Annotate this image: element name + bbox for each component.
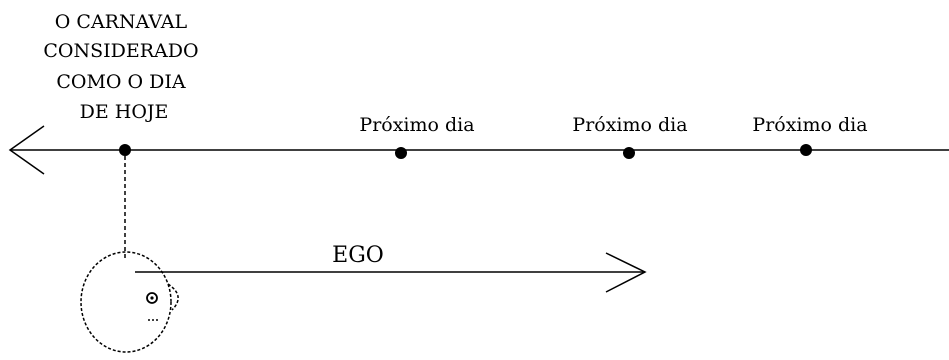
head-icon bbox=[80, 251, 179, 353]
next-day-label-2: Próximo dia bbox=[572, 114, 687, 136]
next-day-point-1 bbox=[395, 147, 407, 159]
timeline-arrowhead-left bbox=[8, 125, 45, 175]
today-point bbox=[119, 144, 131, 156]
ego-arrowhead bbox=[605, 252, 647, 293]
next-day-label-3: Próximo dia bbox=[752, 114, 867, 136]
next-day-point-2 bbox=[623, 147, 635, 159]
today-label-line-4: DE HOJE bbox=[80, 101, 169, 123]
ego-label: EGO bbox=[332, 243, 384, 268]
today-label-line-2: CONSIDERADO bbox=[43, 40, 198, 62]
next-day-label-1: Próximo dia bbox=[359, 114, 474, 136]
today-label-line-1: O CARNAVAL bbox=[55, 11, 188, 33]
today-label: O CARNAVAL CONSIDERADO COMO O DIA DE HOJ… bbox=[43, 11, 204, 123]
today-label-line-3: COMO O DIA bbox=[56, 71, 186, 93]
next-day-point-3 bbox=[800, 144, 812, 156]
